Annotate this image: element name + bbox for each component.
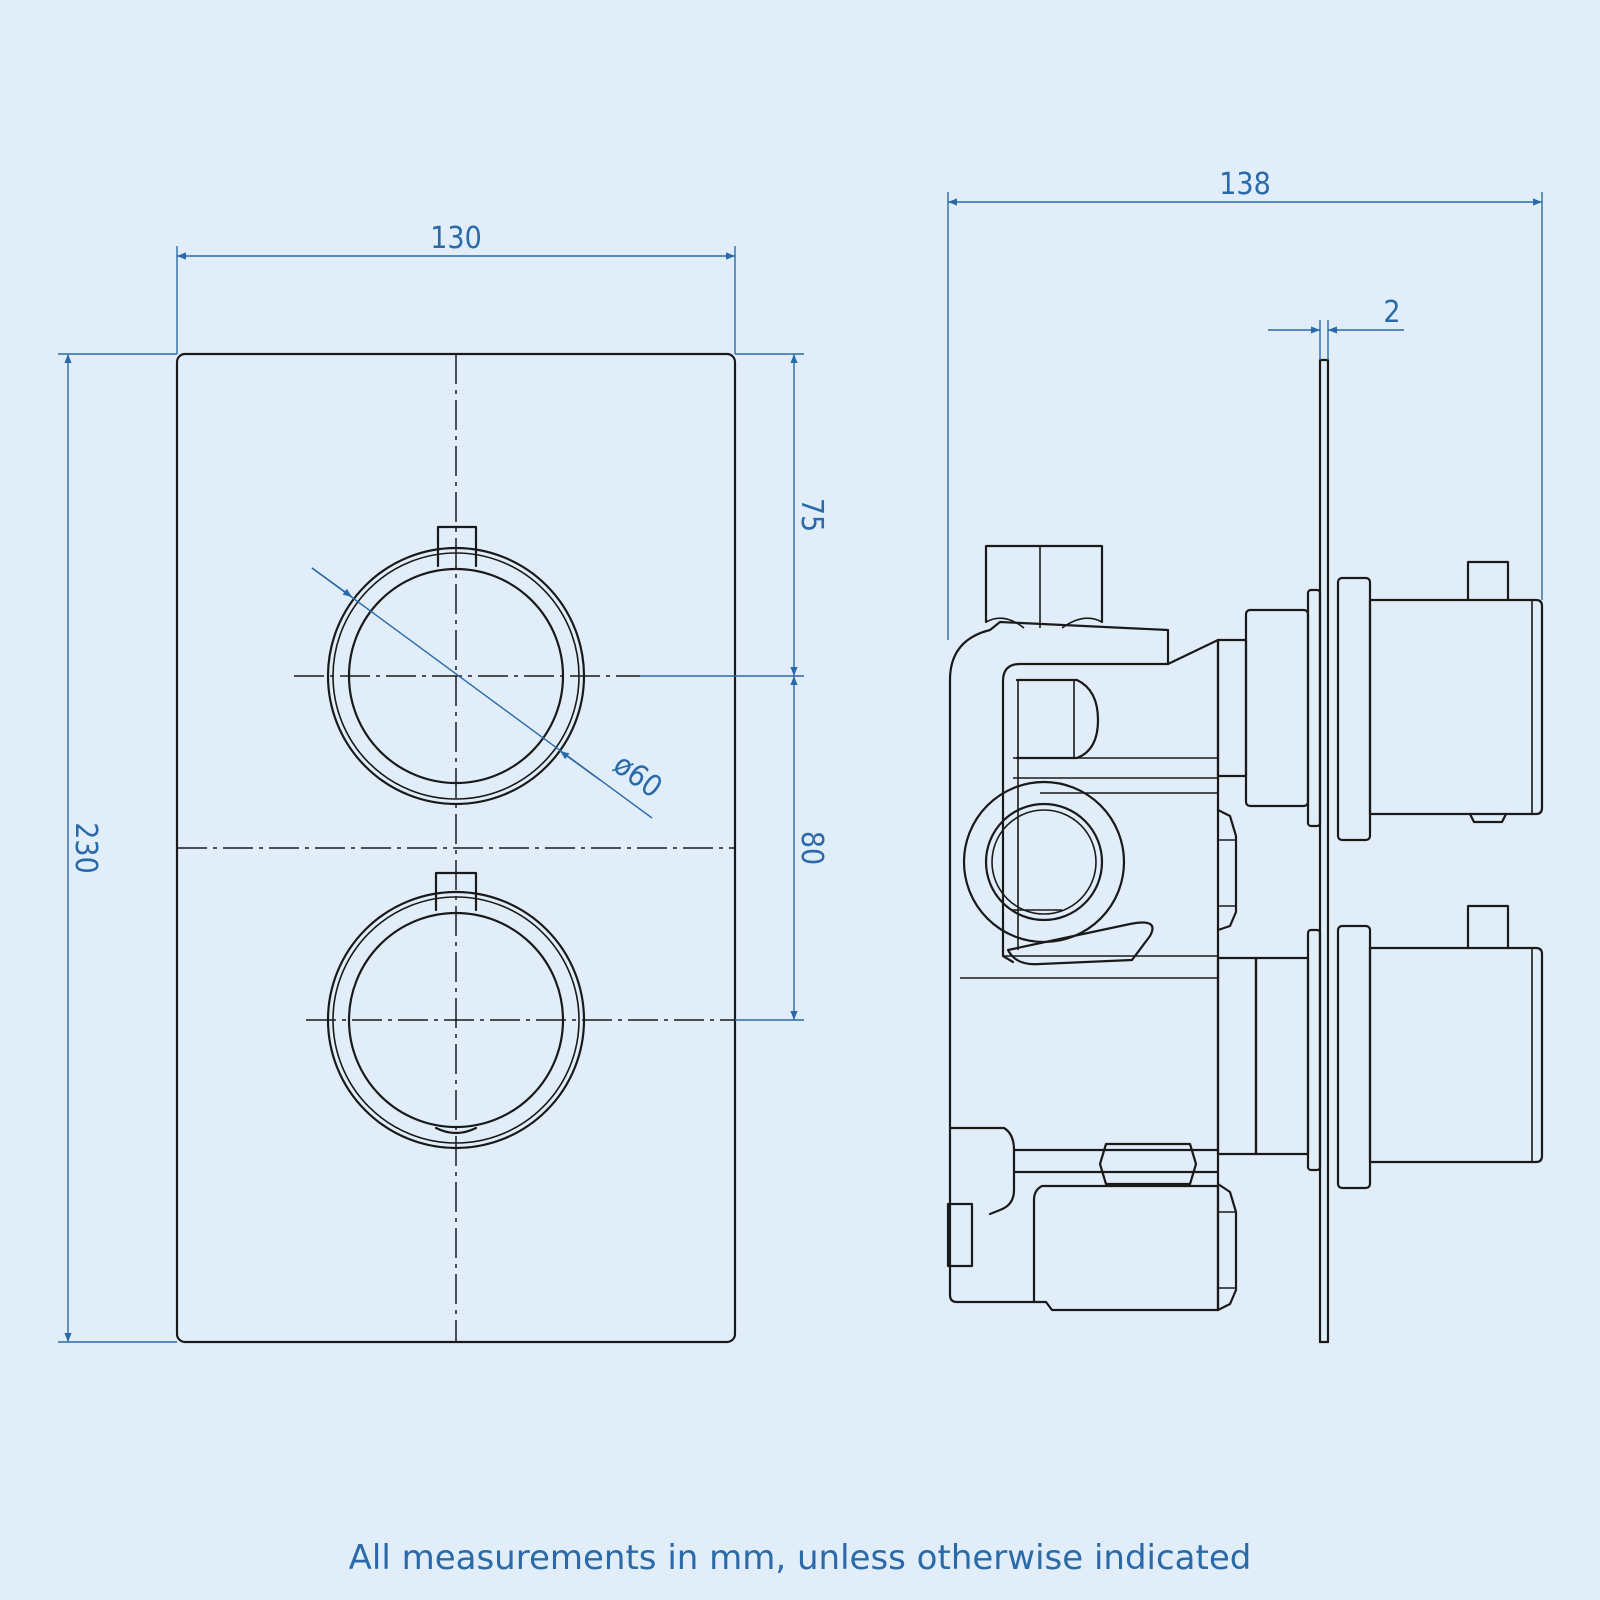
top-inlet — [984, 544, 1104, 624]
upper-handle-side — [1216, 560, 1544, 842]
clip — [1006, 921, 1154, 966]
lower-nut — [1216, 1182, 1238, 1312]
valve-body — [948, 620, 1220, 1312]
lower-knob-bottom-mark — [434, 1126, 478, 1135]
upper-knob — [326, 525, 586, 806]
wall-plate — [1318, 358, 1330, 1344]
knob-diameter-label: ø60 — [607, 747, 669, 805]
small-fitting — [946, 1202, 974, 1268]
lower-knob-indicator — [434, 871, 478, 912]
side-outlet — [962, 780, 1126, 944]
lower-handle-side — [1216, 904, 1544, 1190]
plate-thickness-label: 2 — [1383, 295, 1400, 330]
lower-connector — [948, 1126, 1016, 1216]
front-view — [175, 352, 737, 1344]
lower-knob — [326, 871, 586, 1150]
front-height-label: 230 — [68, 822, 103, 874]
side-view — [946, 358, 1544, 1344]
lower-coupling — [1098, 1142, 1198, 1186]
upper-knob-indicator — [436, 525, 478, 568]
side-depth-label: 138 — [1219, 167, 1271, 202]
knob-spacing-label: 80 — [794, 831, 829, 865]
front-width-label: 130 — [430, 221, 482, 256]
top-to-knob-label: 75 — [794, 498, 829, 532]
measurement-footnote: All measurements in mm, unless otherwise… — [348, 1538, 1252, 1578]
upper-nut — [1216, 808, 1238, 932]
